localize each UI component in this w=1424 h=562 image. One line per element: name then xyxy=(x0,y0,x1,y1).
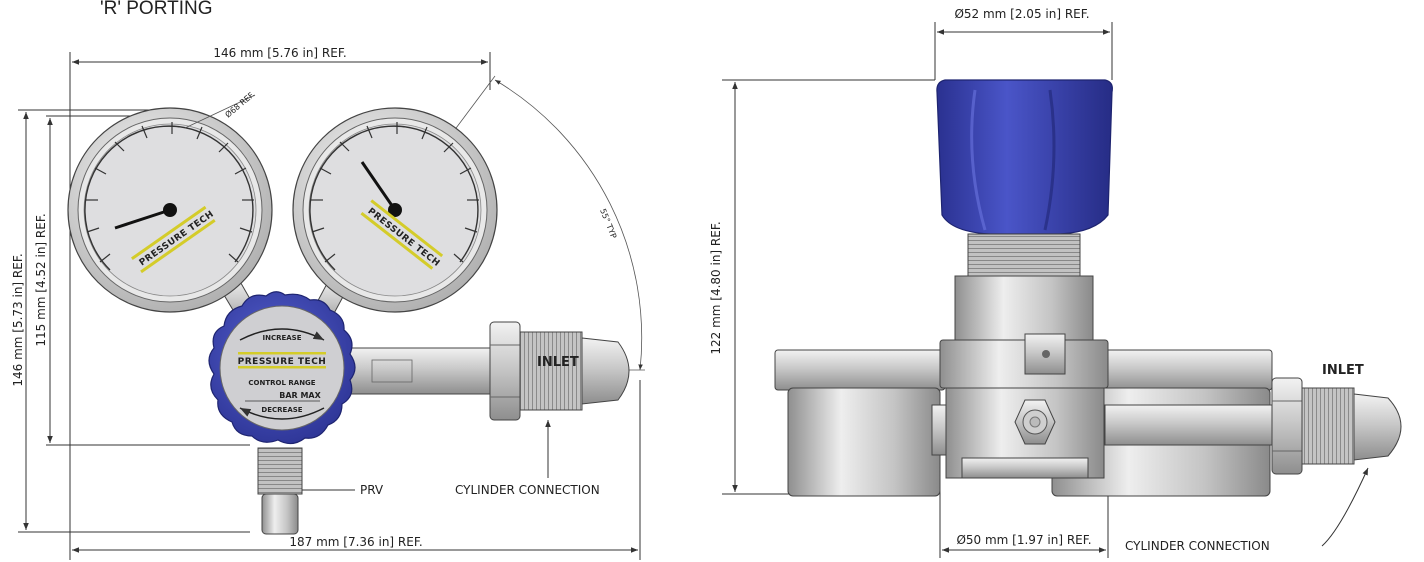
angle-dimension: 55° TYP xyxy=(598,207,618,240)
side-inlet-tube xyxy=(1104,404,1276,446)
cap-diameter-dimension: Ø52 mm [2.05 in] REF. xyxy=(954,7,1089,21)
gauge-diameter-dimension: Ø68 REF. xyxy=(223,89,257,119)
prv-hex xyxy=(257,447,303,495)
knob-bar-max: BAR MAX xyxy=(279,391,321,400)
front-width-dimension: 146 mm [5.76 in] REF. xyxy=(213,46,346,60)
inlet-nut xyxy=(489,321,521,421)
inlet-thread xyxy=(519,331,583,411)
knob-brand: PRESSURE TECH xyxy=(238,357,327,367)
side-gauge-left-body xyxy=(787,387,941,497)
prv-stem xyxy=(261,493,299,535)
knob-increase: INCREASE xyxy=(262,334,301,342)
inlet-front-label: INLET xyxy=(537,355,579,370)
side-inlet-thread xyxy=(1301,387,1355,465)
prv-label: PRV xyxy=(360,483,384,497)
side-gauge-left-bezel xyxy=(774,349,946,391)
knob-control-range: CONTROL RANGE xyxy=(248,379,315,387)
left-gauge: PRESSURE TECH Ø68 REF. xyxy=(67,89,273,313)
side-height-dimension: 122 mm [4.80 in] REF. xyxy=(709,221,723,354)
right-gauge: PRESSURE TECH xyxy=(292,107,498,313)
side-inlet-nose xyxy=(1353,393,1402,461)
inlet-nose xyxy=(581,337,630,405)
side-view: Ø52 mm [2.05 in] REF. 122 mm [4.80 in] R… xyxy=(709,7,1402,558)
total-width-dimension: 187 mm [7.36 in] REF. xyxy=(289,535,422,549)
body-diameter-dimension: Ø50 mm [1.97 in] REF. xyxy=(956,533,1091,547)
side-body-ring xyxy=(939,339,1109,389)
inlet-side-label: INLET xyxy=(1322,363,1364,378)
drawing-title: 'R' PORTING xyxy=(100,0,212,19)
side-bonnet xyxy=(954,275,1094,341)
cylinder-side-label: CYLINDER CONNECTION xyxy=(1125,539,1270,553)
cylinder-front-label: CYLINDER CONNECTION xyxy=(455,483,600,497)
knob-decrease: DECREASE xyxy=(261,406,302,414)
front-height-dimension: 146 mm [5.73 in] REF. xyxy=(11,253,25,386)
side-inlet-nut xyxy=(1271,377,1303,475)
gauge-height-dimension: 115 mm [4.52 in] REF. xyxy=(34,213,48,346)
side-thread-neck xyxy=(967,233,1081,277)
front-view: 146 mm [5.76 in] REF. 146 mm [5.73 in] R… xyxy=(11,46,645,560)
inlet-tube xyxy=(344,347,496,395)
adjustment-knob: INCREASE PRESSURE TECH CONTROL RANGE BAR… xyxy=(208,291,356,445)
side-cap xyxy=(936,79,1113,235)
side-gauge-right-bezel xyxy=(1099,349,1273,391)
